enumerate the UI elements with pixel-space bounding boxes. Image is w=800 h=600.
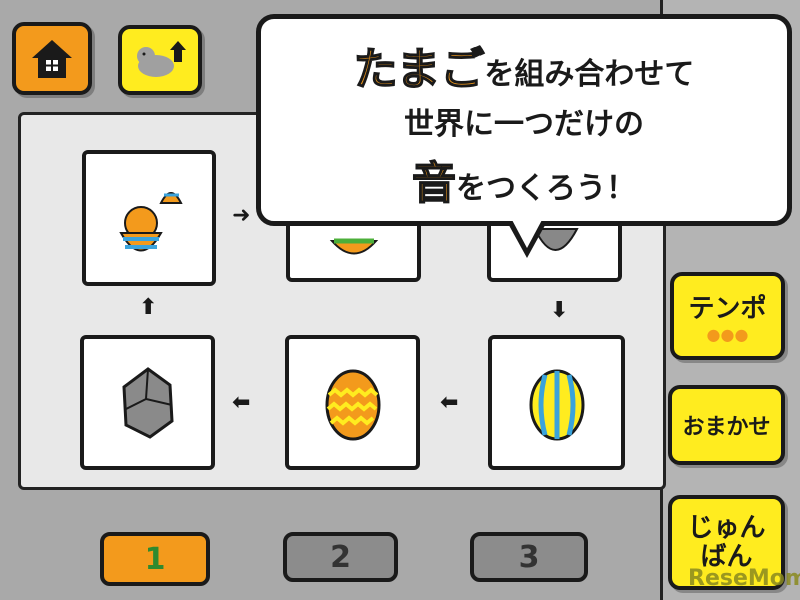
egg-card-1[interactable] [82, 150, 216, 286]
arrow-down-icon: ⬇ [550, 298, 569, 323]
bubble-line-3: をつくろう！ [456, 171, 636, 206]
slot-2-label: 2 [330, 539, 351, 575]
arrow-up-icon: ⬆ [139, 295, 158, 320]
slot-3-label: 3 [518, 539, 540, 575]
instruction-bubble: たまごを組み合わせて 世界に一つだけの 音をつくろう！ [256, 14, 792, 226]
bird-share-button[interactable] [118, 25, 202, 95]
hatching-bird-icon [119, 192, 183, 252]
slot-tab-2[interactable]: 2 [283, 532, 398, 582]
arrow-right-icon: ➜ [232, 203, 251, 228]
highlight-tamago: たまご [353, 43, 485, 96]
junban-label-2: ばん [700, 541, 753, 572]
striped-blue-yellow-egg-icon [529, 369, 584, 440]
tempo-button[interactable]: テンポ ●●● [670, 272, 785, 360]
tempo-label: テンポ [688, 294, 767, 324]
green-striped-egg-icon [329, 238, 378, 255]
watermark-logo: ReseMom [688, 566, 800, 591]
egg-card-5[interactable] [285, 335, 420, 470]
house-icon [32, 39, 72, 78]
arrow-left-icon: ⬅ [232, 390, 251, 415]
bubble-line-2: 世界に一つだけの [404, 107, 644, 142]
bubble-tail-fill [511, 218, 543, 248]
arrow-left-icon: ⬅ [440, 390, 459, 415]
zigzag-orange-egg-icon [325, 369, 380, 440]
bird-up-arrow-icon [137, 41, 186, 77]
slot-tab-1[interactable]: 1 [100, 532, 210, 586]
birds-icon: ●●● [706, 325, 749, 344]
slot-1-label: 1 [144, 541, 166, 577]
junban-button[interactable]: じゅん ばん [668, 495, 785, 590]
junban-label-1: じゅん [687, 512, 766, 543]
egg-card-4[interactable] [488, 335, 625, 470]
bubble-line-1: を組み合わせて [484, 57, 695, 92]
stone-egg-icon [121, 366, 174, 439]
egg-card-6[interactable] [80, 335, 215, 470]
omakase-label: おまかせ [682, 415, 771, 440]
slot-tab-3[interactable]: 3 [470, 532, 588, 582]
highlight-oto: 音 [411, 157, 457, 210]
omakase-button[interactable]: おまかせ [668, 385, 785, 465]
home-button[interactable] [12, 22, 92, 95]
